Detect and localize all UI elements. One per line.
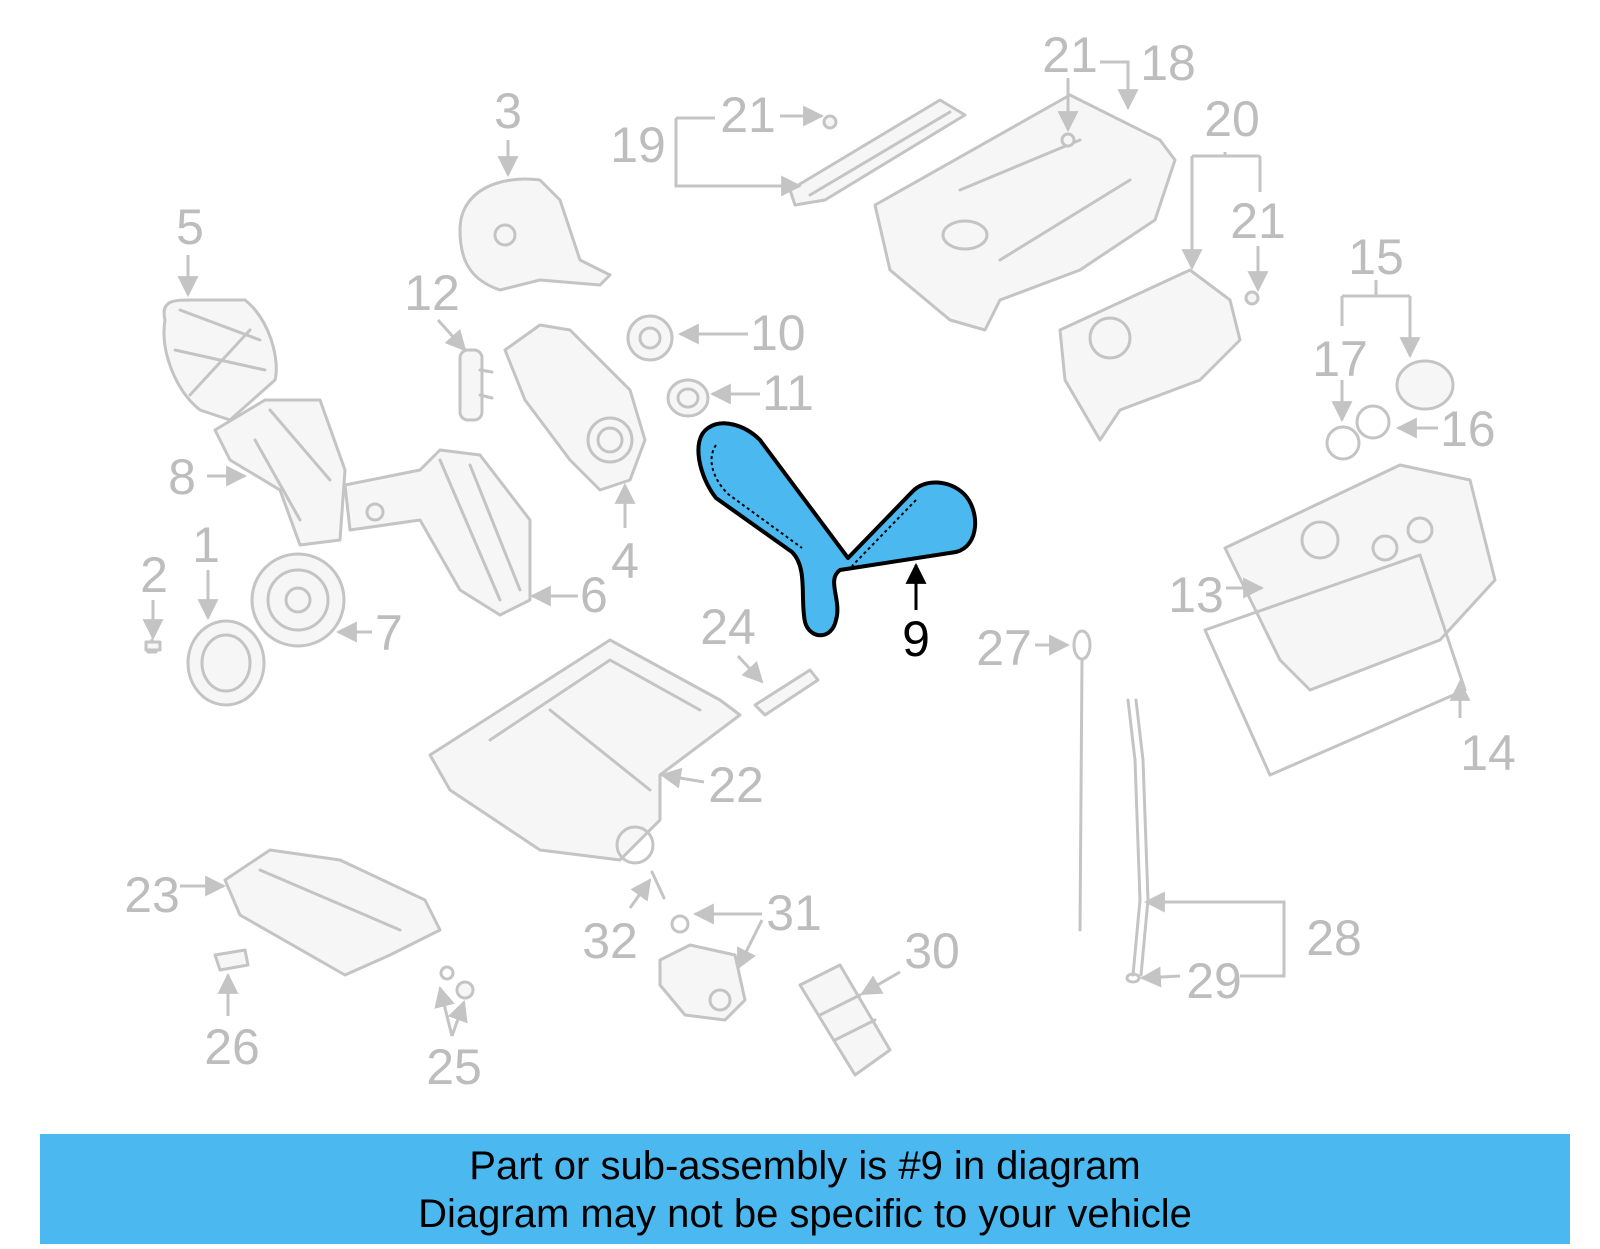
part-12-tensioner xyxy=(458,348,494,422)
part-8-lower-cover xyxy=(213,398,347,547)
part-6-cover xyxy=(343,448,532,617)
callout-8: 8 xyxy=(168,449,196,505)
callout-16: 16 xyxy=(1440,401,1496,457)
part-29-oring xyxy=(1125,972,1141,984)
callout-28: 28 xyxy=(1306,910,1362,966)
callout-29: 29 xyxy=(1186,953,1242,1009)
part-23-lower-pan xyxy=(223,848,442,977)
callout-7: 7 xyxy=(375,605,403,661)
part-2-bolt xyxy=(144,638,162,654)
banner-line-2: Diagram may not be specific to your vehi… xyxy=(418,1192,1192,1236)
callout-19: 19 xyxy=(610,117,666,173)
info-banner: Part or sub-assembly is #9 in diagram Di… xyxy=(40,1134,1570,1244)
part-28-tube xyxy=(1126,698,1150,977)
banner-line-1: Part or sub-assembly is #9 in diagram xyxy=(469,1144,1141,1188)
part-11-idler xyxy=(666,378,710,418)
part-3-cover xyxy=(458,177,612,292)
callout-25: 25 xyxy=(426,1039,482,1095)
callout-31: 31 xyxy=(766,885,822,941)
part-30-oil-filter xyxy=(798,963,892,1077)
callout-labels: 3 5 12 10 11 8 4 6 7 1 2 9 19 21 21 18 2… xyxy=(124,27,1516,1095)
callout-32: 32 xyxy=(582,913,638,969)
part-16-cap xyxy=(1395,359,1455,411)
callout-15: 15 xyxy=(1348,229,1404,285)
part-9-timing-belt[interactable] xyxy=(696,421,978,638)
part-31-filter-housing xyxy=(650,870,747,1022)
part-27-dipstick xyxy=(1072,629,1092,932)
callout-14: 14 xyxy=(1460,725,1516,781)
part-22-oil-pan xyxy=(428,638,742,865)
callout-5: 5 xyxy=(176,199,204,255)
callout-22-label: 22 xyxy=(708,757,764,813)
part-1-seal xyxy=(186,619,266,707)
callout-18: 18 xyxy=(1140,35,1196,91)
part-5-timing-cover xyxy=(162,298,278,422)
callout-23: 23 xyxy=(124,867,180,923)
part-18-engine-cover xyxy=(873,93,1177,332)
callout-3: 3 xyxy=(494,83,522,139)
leader-lines xyxy=(142,60,1471,1037)
callout-21-right: 21 xyxy=(1230,193,1286,249)
callout-20: 20 xyxy=(1204,91,1260,147)
callout-12: 12 xyxy=(404,265,460,321)
part-10-pulley xyxy=(626,314,674,362)
callout-1: 1 xyxy=(192,517,220,573)
part-19-cover xyxy=(788,98,967,207)
callout-4: 4 xyxy=(611,533,639,589)
callout-11: 11 xyxy=(762,365,814,421)
callout-21-top: 21 xyxy=(1042,27,1098,83)
callout-17: 17 xyxy=(1312,331,1368,387)
callout-24: 24 xyxy=(700,599,756,655)
part-20-valve-cover xyxy=(1058,268,1242,442)
part-24-sealant xyxy=(753,668,820,717)
callout-27: 27 xyxy=(976,620,1032,676)
callout-13: 13 xyxy=(1168,567,1224,623)
part-7-crank-pulley xyxy=(250,552,346,648)
part-25-bolt xyxy=(439,965,475,1000)
callout-6: 6 xyxy=(580,567,608,623)
callout-21-left: 21 xyxy=(720,87,776,143)
callout-10: 10 xyxy=(750,305,806,361)
callout-9: 9 xyxy=(902,611,930,667)
part-4-rear-cover xyxy=(503,323,647,492)
callout-26: 26 xyxy=(204,1019,260,1075)
callout-30: 30 xyxy=(904,923,960,979)
part-26-drain-plug xyxy=(213,948,250,972)
part-17-rings xyxy=(1325,404,1391,461)
callout-2: 2 xyxy=(140,547,168,603)
